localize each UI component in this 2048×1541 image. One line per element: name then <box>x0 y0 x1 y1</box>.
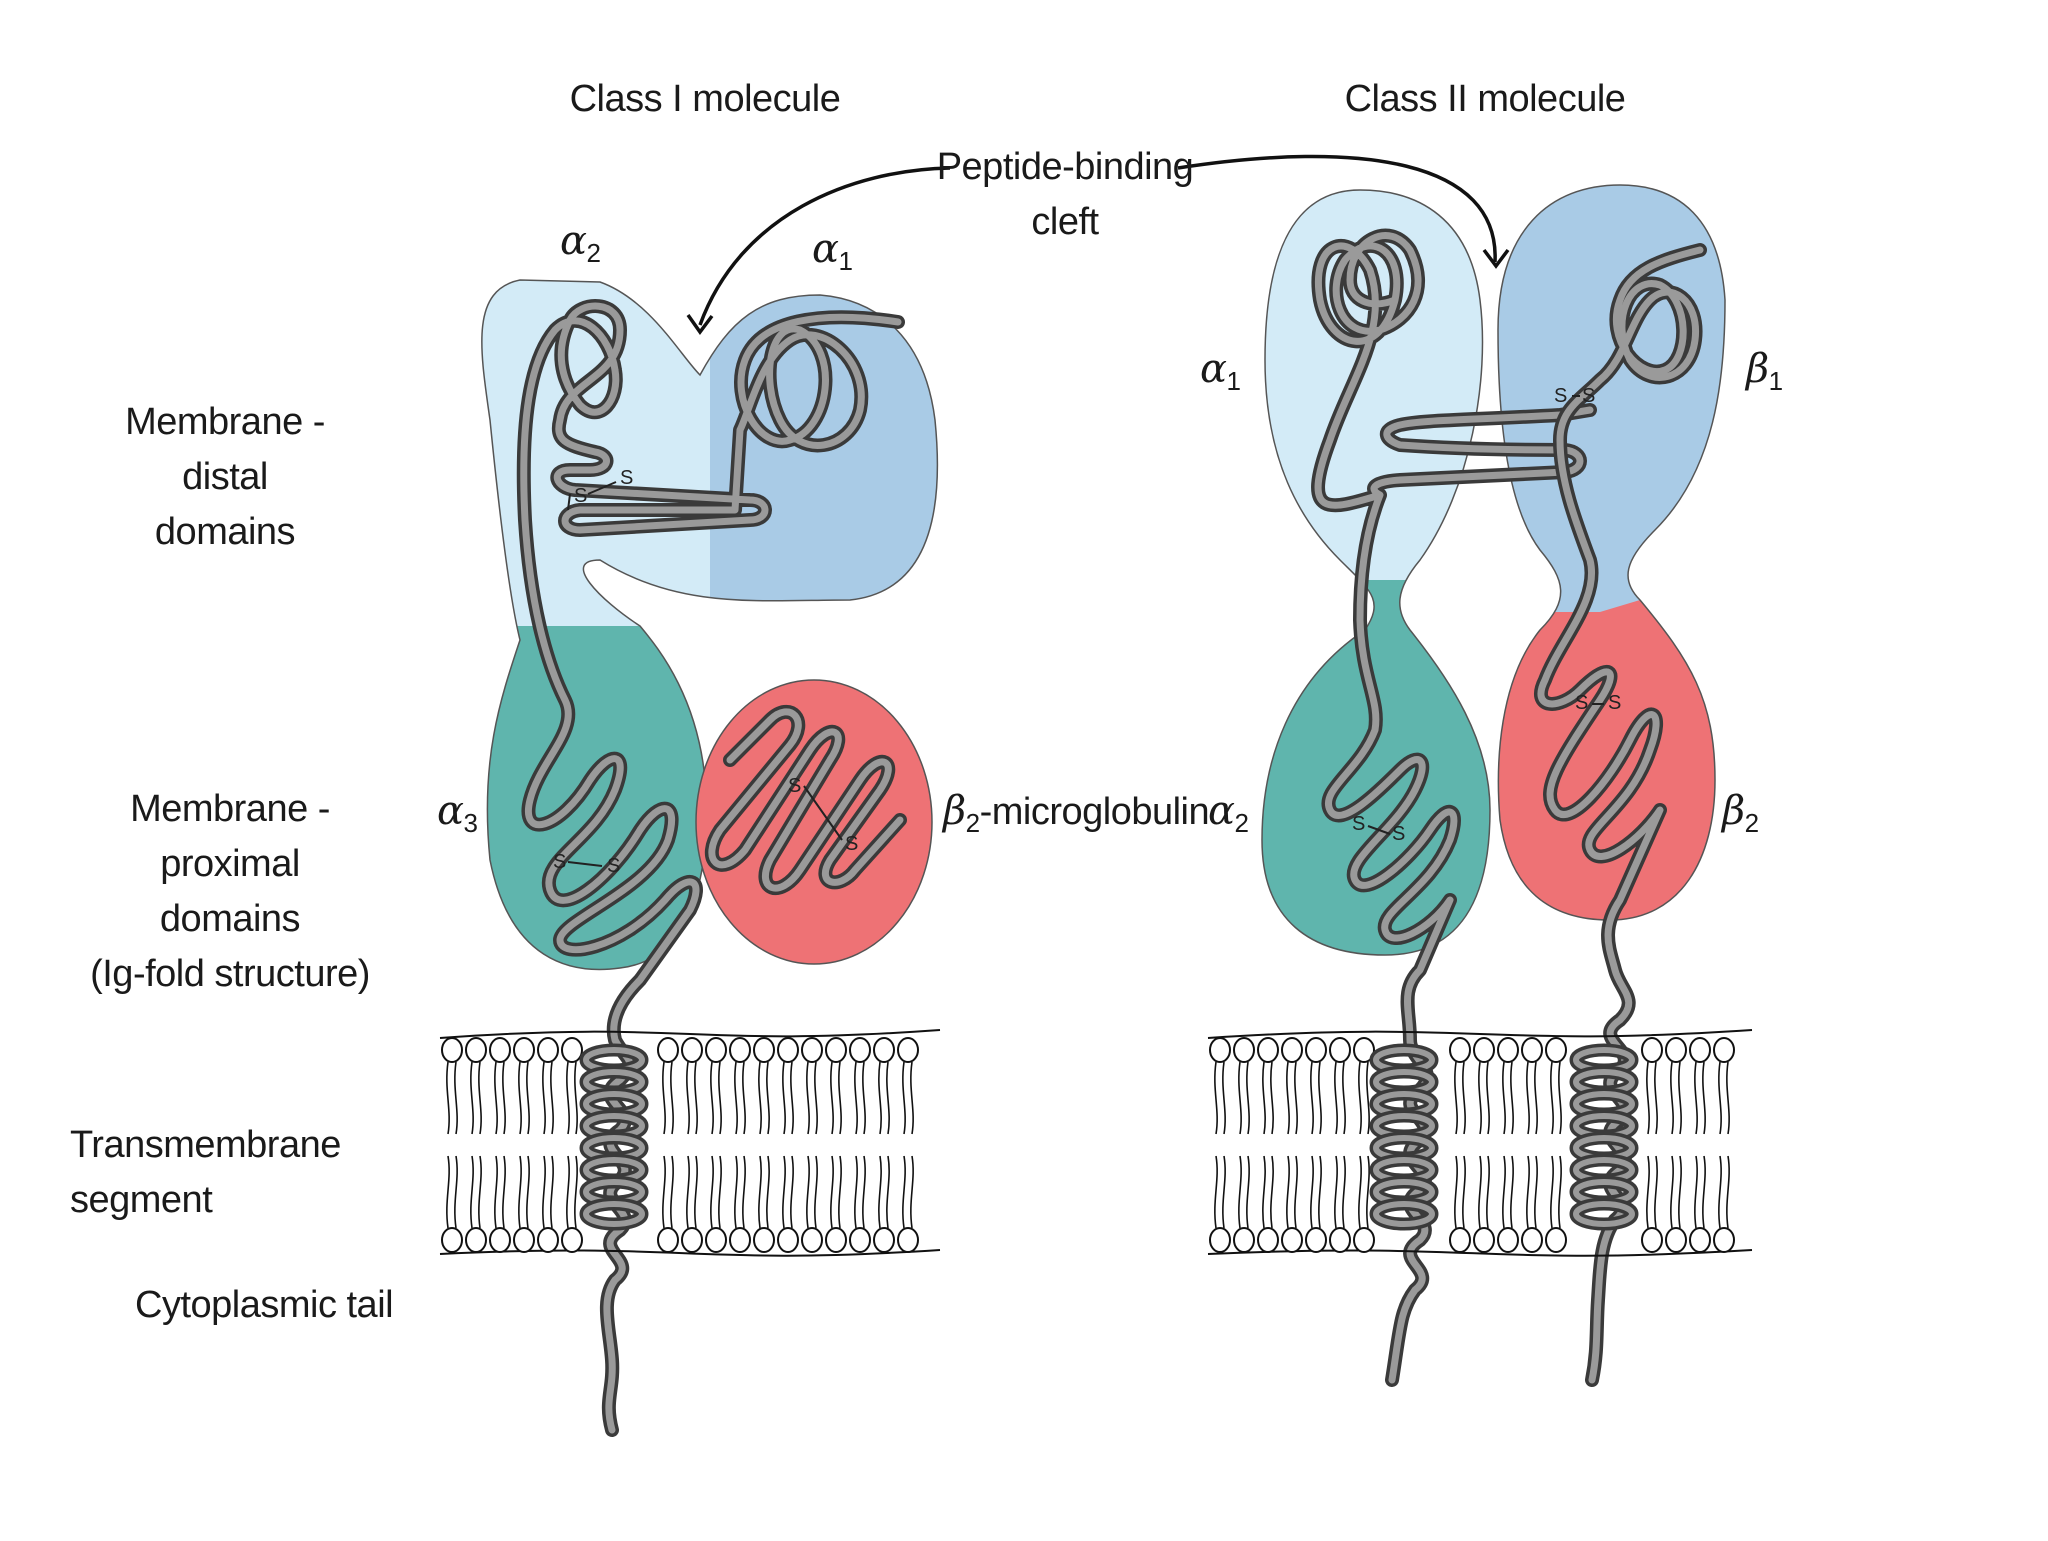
cleft-arrowhead-class2 <box>1482 248 1510 269</box>
ss-c1-alpha3-b: S <box>607 855 620 877</box>
lipid-pair <box>1473 1037 1495 1253</box>
cytoplasmic-label: Cytoplasmic tail <box>135 1284 394 1326</box>
lipid-pair <box>1257 1037 1279 1253</box>
class1-molecule <box>439 279 941 1437</box>
ss-c2-alpha2-a: S <box>1352 813 1365 835</box>
ss-c2-beta2-b: S <box>1608 692 1621 714</box>
membrane-outer-edge <box>439 1029 941 1039</box>
lipid-pair <box>801 1037 823 1253</box>
ss-c2-beta1-b: S <box>1582 385 1595 407</box>
cleft-arrow-class2 <box>1177 154 1497 263</box>
lipid-pair <box>1305 1037 1327 1253</box>
ss-c1-alpha-a: S <box>574 485 587 507</box>
c2-alpha2-label: α2 <box>1208 788 1249 838</box>
lipid-pair <box>873 1037 895 1253</box>
cleft-line1: Peptide-binding <box>936 146 1194 188</box>
class2-membrane <box>1207 1029 1753 1257</box>
distal-line2: domains <box>154 511 296 554</box>
ss-c1-b2m-a: S <box>788 775 801 797</box>
cleft-arrowhead-class1 <box>686 313 714 335</box>
class2-molecule <box>1207 184 1753 1387</box>
lipid-pair <box>1233 1037 1255 1253</box>
class2-alpha-chain <box>1311 228 1597 1387</box>
distal-line1: Membrane - distal <box>125 401 325 499</box>
ss-c2-beta1-a: S <box>1554 385 1567 407</box>
lipid-pair <box>753 1037 775 1253</box>
class1-beta2-microglobulin-domain <box>695 679 933 965</box>
lipid-pair <box>537 1037 559 1253</box>
class1-membrane <box>439 1029 941 1257</box>
class1-beta2m-chain <box>704 704 907 896</box>
lipid-pair <box>777 1037 799 1253</box>
lipid-pair <box>657 1037 679 1253</box>
c1-alpha3-label: α3 <box>437 788 478 838</box>
transmembrane-label: Transmembrane segment <box>70 1124 341 1222</box>
lipid-pair <box>1713 1037 1735 1253</box>
membrane-proximal-label: Membrane - proximal domains (Ig-fold str… <box>60 782 400 1002</box>
lipid-pair <box>1329 1037 1351 1253</box>
class2-alpha1-domain <box>1265 190 1483 580</box>
c1-alpha2-label: α2 <box>560 218 601 268</box>
lipid-pair <box>441 1037 463 1253</box>
ss-c1-alpha3-a: S <box>553 851 566 873</box>
lipid-pair <box>1689 1037 1711 1253</box>
lipid-pair <box>897 1037 919 1253</box>
cleft-arrow-class1 <box>698 166 951 326</box>
lipid-pair <box>489 1037 511 1253</box>
lipid-pair <box>1641 1037 1663 1253</box>
peptide-binding-cleft-label: Peptide-binding cleft <box>935 140 1195 250</box>
lipid-pair <box>561 1037 583 1253</box>
proximal-line1: Membrane - proximal <box>130 788 330 886</box>
lipid-pair <box>1281 1037 1303 1253</box>
lipid-pair <box>1521 1037 1543 1253</box>
lipid-pair <box>705 1037 727 1253</box>
class1-heading: Class I molecule <box>569 78 841 120</box>
c2-beta2-label: β2 <box>1722 788 1759 838</box>
ss-c2-beta2-a: S <box>1575 692 1588 714</box>
c1-beta2-microglobulin-label: β2-microglobulin <box>943 788 1210 838</box>
lipid-pair <box>1353 1037 1375 1253</box>
lipid-pair <box>849 1037 871 1253</box>
proximal-line3: (Ig-fold structure) <box>90 953 370 996</box>
lipid-pair <box>513 1037 535 1253</box>
lipid-pair <box>1665 1037 1687 1253</box>
disulfide-bonds: S S S S S S S S S S S S <box>553 385 1621 877</box>
lipid-pair <box>1545 1037 1567 1253</box>
membrane-distal-label: Membrane - distal domains <box>80 395 370 560</box>
ss-c2-alpha2-b: S <box>1392 823 1405 845</box>
class2-heading: Class II molecule <box>1344 78 1626 120</box>
lipid-pair <box>1497 1037 1519 1253</box>
membrane-outer-edge <box>1207 1029 1753 1039</box>
c2-beta1-label: β1 <box>1746 346 1783 396</box>
helix-coil <box>1569 1043 1639 1231</box>
membrane-inner-edge <box>439 1249 941 1257</box>
ss-c1-b2m-b: S <box>845 833 858 855</box>
membrane-inner-edge <box>1207 1249 1753 1257</box>
lipid-pair <box>1449 1037 1471 1253</box>
peptide-cleft-arrows <box>686 154 1510 335</box>
lipid-pair <box>681 1037 703 1253</box>
helix-coil <box>1369 1043 1439 1231</box>
transmembrane-helices <box>579 1043 1639 1231</box>
cleft-line2: cleft <box>1031 201 1099 244</box>
helix-coil <box>579 1043 649 1231</box>
lipid-pair <box>825 1037 847 1253</box>
proximal-line2: domains <box>159 898 301 941</box>
lipid-pair <box>1209 1037 1231 1253</box>
c1-alpha1-label: α1 <box>812 226 853 276</box>
lipid-pair <box>465 1037 487 1253</box>
lipid-pair <box>729 1037 751 1253</box>
ss-c1-alpha-b: S <box>620 467 633 489</box>
c2-alpha1-label: α1 <box>1200 346 1241 396</box>
